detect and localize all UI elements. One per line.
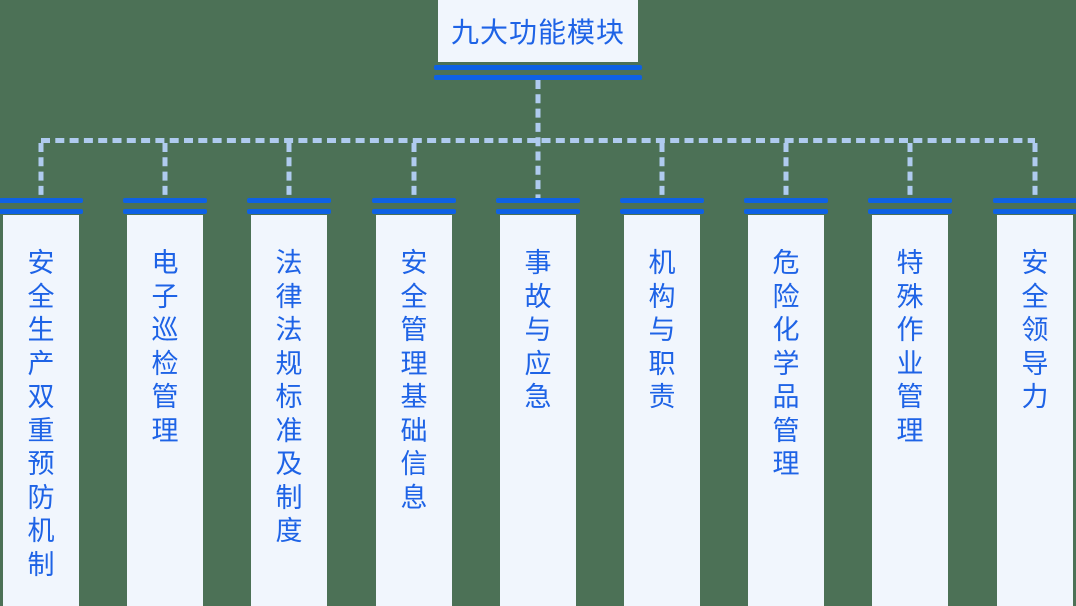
module-node-body: 事故与应急 <box>500 215 576 606</box>
node-top-bar <box>993 198 1076 203</box>
module-label: 安全领导力 <box>1021 248 1049 412</box>
node-bottom-bar <box>372 209 456 214</box>
node-bottom-bar <box>993 209 1076 214</box>
module-node-body: 安全管理基础信息 <box>376 215 452 606</box>
module-label: 电子巡检管理 <box>151 248 179 446</box>
module-node-body: 法律法规标准及制度 <box>251 215 327 606</box>
module-label: 机构与职责 <box>648 248 676 412</box>
node-bottom-bar <box>868 209 952 214</box>
root-node-bar-bottom <box>434 75 642 80</box>
module-node-5: 事故与应急 <box>496 198 580 606</box>
module-label: 危险化学品管理 <box>772 248 800 479</box>
node-top-bar <box>372 198 456 203</box>
node-bottom-bar <box>620 209 704 214</box>
node-bottom-bar <box>0 209 83 214</box>
module-label: 特殊作业管理 <box>896 248 924 446</box>
module-node-4: 安全管理基础信息 <box>372 198 456 606</box>
module-label: 法律法规标准及制度 <box>275 248 303 546</box>
node-bottom-bar <box>123 209 207 214</box>
module-node-3: 法律法规标准及制度 <box>247 198 331 606</box>
module-label: 安全管理基础信息 <box>400 248 428 513</box>
root-node: 九大功能模块 <box>438 0 638 62</box>
root-node-label: 九大功能模块 <box>450 17 625 48</box>
node-bottom-bar <box>744 209 828 214</box>
node-bottom-bar <box>247 209 331 214</box>
module-label: 安全生产双重预防机制 <box>27 248 55 580</box>
node-top-bar <box>0 198 83 203</box>
node-top-bar <box>247 198 331 203</box>
module-node-body: 安全领导力 <box>997 215 1073 606</box>
node-top-bar <box>123 198 207 203</box>
module-node-body: 电子巡检管理 <box>127 215 203 606</box>
module-node-6: 机构与职责 <box>620 198 704 606</box>
module-node-1: 安全生产双重预防机制 <box>0 198 83 606</box>
module-node-body: 安全生产双重预防机制 <box>3 215 79 606</box>
node-top-bar <box>496 198 580 203</box>
module-node-body: 危险化学品管理 <box>748 215 824 606</box>
node-top-bar <box>620 198 704 203</box>
node-top-bar <box>868 198 952 203</box>
module-node-9: 安全领导力 <box>993 198 1076 606</box>
module-label: 事故与应急 <box>524 248 552 412</box>
module-node-8: 特殊作业管理 <box>868 198 952 606</box>
module-node-2: 电子巡检管理 <box>123 198 207 606</box>
module-node-body: 机构与职责 <box>624 215 700 606</box>
node-bottom-bar <box>496 209 580 214</box>
root-node-bar-top <box>434 65 642 70</box>
module-node-body: 特殊作业管理 <box>872 215 948 606</box>
module-node-7: 危险化学品管理 <box>744 198 828 606</box>
node-top-bar <box>744 198 828 203</box>
